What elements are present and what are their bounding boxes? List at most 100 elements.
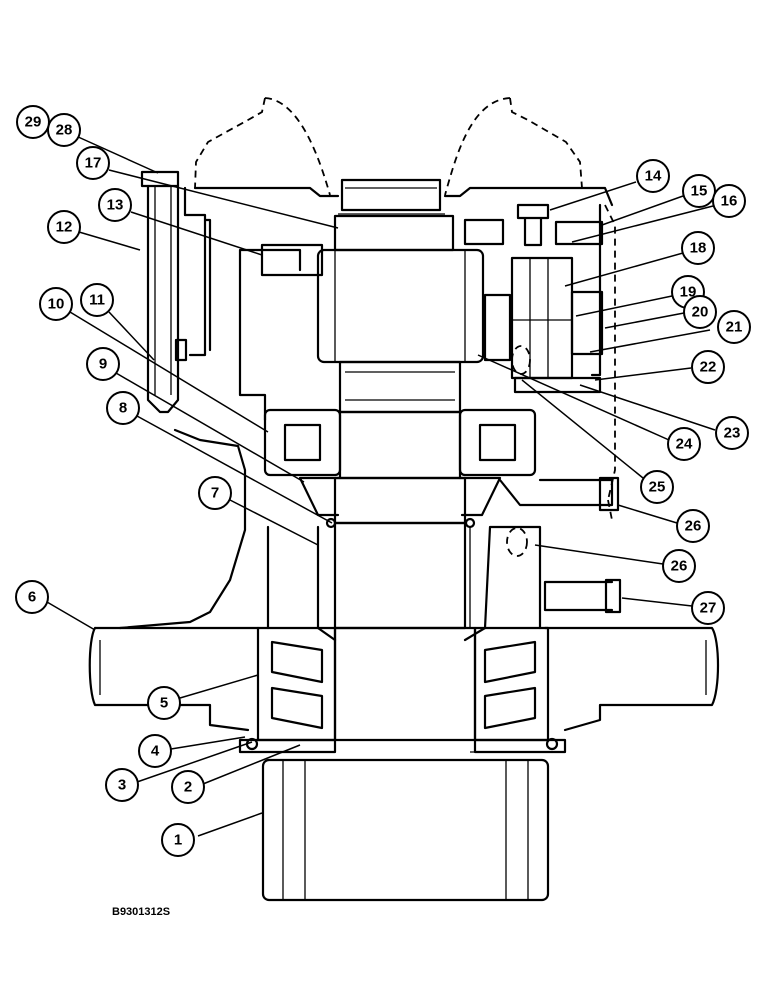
seal-ring (238, 738, 567, 754)
callout-6: 6 (15, 580, 49, 614)
bearing-5-left-rollers (270, 640, 324, 730)
plug-27 (604, 578, 622, 614)
plug-25 (598, 476, 620, 512)
callout-4: 4 (138, 734, 172, 768)
callout-24: 24 (667, 427, 701, 461)
bearing-5-right-rollers (483, 640, 537, 730)
callout-7: 7 (198, 476, 232, 510)
svg-text:19: 19 (680, 284, 697, 301)
pin-left (483, 293, 512, 362)
callout-10: 10 (39, 287, 73, 321)
svg-text:29: 29 (25, 114, 42, 131)
stud-threads (154, 186, 172, 395)
assembly-drawing (88, 97, 720, 902)
callout-8: 8 (106, 391, 140, 425)
svg-text:15: 15 (691, 183, 708, 200)
gear-ring-top (333, 214, 455, 252)
svg-text:28: 28 (56, 122, 73, 139)
callout-13: 13 (98, 188, 132, 222)
gear-housing-detail (512, 258, 572, 378)
callout-22: 22 (691, 350, 725, 384)
callout-25: 26 (676, 509, 710, 543)
callout-27: 27 (691, 591, 725, 625)
svg-text:24: 24 (676, 436, 693, 453)
shaft-collar (333, 476, 467, 525)
spindle-lower (333, 626, 477, 742)
svg-text:7: 7 (211, 485, 219, 502)
svg-text:12: 12 (56, 219, 73, 236)
svg-text:26: 26 (685, 518, 702, 535)
main-housing (183, 186, 614, 217)
plug-14 (516, 203, 550, 247)
housing-side-right (604, 204, 616, 521)
flange-6 (88, 626, 720, 732)
spindle-shaft (333, 521, 467, 630)
stud-washer (174, 338, 188, 362)
svg-text:6: 6 (28, 589, 36, 606)
svg-text:17: 17 (85, 155, 102, 172)
plate-22 (513, 376, 602, 394)
callout-23: 23 (715, 416, 749, 450)
callout-2: 2 (171, 770, 205, 804)
hub-detail (282, 760, 529, 900)
leader-lines (46, 135, 716, 837)
callout-15: 15 (682, 174, 716, 208)
planet-carrier (316, 248, 485, 364)
callout-29: 29 (16, 105, 50, 139)
oring-8-right (464, 517, 476, 529)
top-cap-detail (338, 187, 445, 215)
drawing-code: B9301312S (112, 906, 170, 918)
dowel-26-lower (506, 527, 528, 557)
callout-1: 1 (161, 823, 195, 857)
top-cap (340, 178, 442, 212)
svg-text:22: 22 (700, 359, 717, 376)
callout-11: 11 (80, 283, 114, 317)
upper-housing-outline (194, 97, 583, 196)
callout-9: 9 (86, 347, 120, 381)
callout-14: 14 (636, 159, 670, 193)
shim-13 (260, 243, 324, 277)
left-bracket (183, 213, 212, 357)
sun-gear (338, 360, 462, 414)
svg-text:26: 26 (671, 558, 688, 575)
shaft-upper (338, 410, 462, 480)
roller-upper-right (478, 423, 517, 462)
ring-20 (570, 290, 604, 356)
callout-3: 3 (105, 768, 139, 802)
svg-text:25: 25 (649, 479, 666, 496)
flange-bolt-holes (99, 640, 707, 695)
callout-16: 16 (712, 184, 746, 218)
callout-18: 18 (681, 231, 715, 265)
sun-gear-teeth (345, 371, 455, 401)
svg-text:1: 1 (174, 832, 182, 849)
spacer-9 (298, 476, 502, 517)
svg-text:23: 23 (724, 425, 741, 442)
svg-text:2: 2 (184, 779, 192, 796)
svg-text:20: 20 (692, 304, 709, 321)
svg-text:18: 18 (690, 240, 707, 257)
svg-text:11: 11 (89, 292, 105, 309)
callout-5: 5 (147, 686, 181, 720)
svg-text:4: 4 (151, 743, 160, 760)
callout-20: 20 (683, 295, 717, 329)
svg-text:27: 27 (700, 600, 717, 617)
callout-17: 17 (76, 146, 110, 180)
svg-text:9: 9 (99, 356, 107, 373)
right-housing-wall (590, 203, 602, 377)
callout-12: 12 (47, 210, 81, 244)
stud-bolt (146, 184, 180, 414)
svg-text:16: 16 (721, 193, 738, 210)
dowel-26-upper (511, 345, 531, 375)
callout-21: 21 (717, 310, 751, 344)
svg-text:21: 21 (726, 319, 743, 336)
left-housing-side (118, 248, 302, 630)
svg-text:14: 14 (645, 168, 662, 185)
hub-1 (261, 758, 550, 902)
gear-housing-18 (510, 256, 574, 380)
svg-text:3: 3 (118, 777, 126, 794)
svg-text:13: 13 (107, 197, 124, 214)
spindle-housing (266, 525, 542, 642)
port-27 (543, 580, 614, 612)
seal-ball-right (545, 737, 559, 751)
callout-26-lower: 26 (662, 549, 696, 583)
